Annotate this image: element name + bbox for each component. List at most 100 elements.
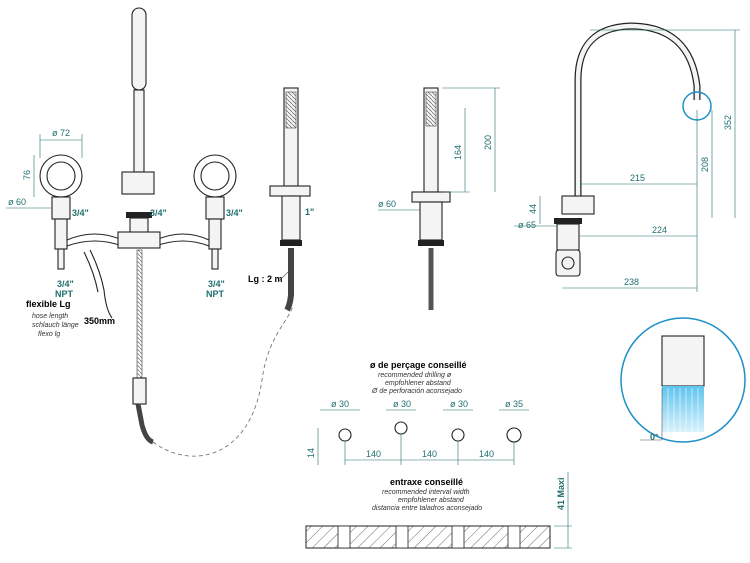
left-connector-pipe-2	[66, 240, 123, 247]
spout-arc	[574, 22, 701, 196]
dim-h164: 164	[453, 145, 463, 160]
drill-hole-3	[451, 428, 465, 442]
drill-s1: 140	[366, 449, 381, 459]
dim-thread-1: 1"	[305, 207, 314, 217]
left-handle-ring	[39, 154, 83, 198]
drilling-section: ø de perçage conseillé recommended drill…	[306, 360, 529, 465]
shower-nut	[280, 240, 302, 246]
dim-d72: ø 72	[52, 128, 70, 138]
hose-vertical	[136, 249, 143, 379]
dim-w215: 215	[630, 173, 645, 183]
drill-h14: 14	[306, 448, 316, 458]
hose-nut	[132, 377, 147, 405]
flexible-title: flexible Lg	[26, 299, 71, 309]
left-connector-pipe	[66, 233, 123, 241]
spout-nut	[554, 218, 582, 224]
holder-nut	[126, 212, 152, 218]
detail-angle: 0°	[650, 432, 659, 442]
dim-thread-b: 3/4"	[150, 208, 167, 218]
npt-left: NPT	[55, 289, 74, 299]
npt-left-size: 3/4"	[57, 279, 74, 289]
detail-water	[662, 386, 704, 432]
spout-connector	[555, 249, 581, 277]
right-handle-inner	[200, 161, 230, 191]
drill-d1: ø 30	[331, 399, 349, 409]
flexible-line3: flexo lg	[38, 331, 60, 338]
tee-fitting	[117, 231, 161, 249]
left-handle-inner	[46, 161, 76, 191]
shower-nozzle	[285, 91, 297, 129]
interval-max: 41 Maxi	[556, 477, 566, 510]
deck-hole-3	[451, 525, 465, 549]
spout-view: 352 208 215 44 ø 65 224 238	[514, 22, 740, 292]
shower-body	[281, 195, 301, 241]
drill-s2: 140	[422, 449, 437, 459]
shower-hose	[284, 248, 294, 312]
drill-d2: ø 30	[393, 399, 411, 409]
npt-right: NPT	[206, 289, 225, 299]
drill-d3: ø 30	[450, 399, 468, 409]
dim-h208: 208	[700, 157, 710, 172]
left-valve-shank	[54, 218, 68, 250]
dim-thread-a: 3/4"	[72, 208, 89, 218]
hose-dashed-path	[152, 304, 294, 457]
detail-nozzle	[661, 335, 705, 387]
side-shower-view: 164 200 ø 60	[378, 87, 500, 310]
right-connector-pipe-2	[155, 240, 210, 247]
dim-h44: 44	[528, 204, 538, 214]
flex-hose-curve-2	[83, 251, 99, 293]
drill-hole-2	[394, 421, 408, 435]
interval-title: entraxe conseillé	[390, 477, 463, 487]
hand-shower-view: 1" Lg : 2 m	[248, 87, 314, 312]
drill-hole-4	[506, 427, 522, 443]
shower-holder	[121, 171, 155, 195]
drilling-title: ø de perçage conseillé	[370, 360, 467, 370]
dim-d60-left: ø 60	[8, 197, 26, 207]
left-npt-stub	[57, 248, 65, 270]
drilling-line1: recommended drilling ø	[378, 372, 452, 379]
right-handle-ring	[193, 154, 237, 198]
flexible-line1: hose length	[32, 313, 68, 320]
drilling-line2: empfohlener abstand	[385, 380, 452, 387]
deck-hole-1	[337, 525, 351, 549]
right-valve-shank	[208, 218, 222, 250]
dim-d65: ø 65	[518, 220, 536, 230]
spout-shank	[556, 223, 580, 251]
interval-line1: recommended interval width	[382, 489, 470, 496]
right-valve-body	[205, 196, 225, 220]
side-shower-base	[411, 191, 451, 203]
outlet-detail: 0°	[620, 317, 746, 443]
left-valve-body	[51, 196, 71, 220]
side-shower-nut	[418, 240, 444, 246]
interval-line2: empfohlener abstand	[398, 497, 465, 504]
deck-hole-4	[507, 525, 521, 549]
dim-thread-c: 3/4"	[226, 208, 243, 218]
dim-h76: 76	[22, 170, 32, 180]
spout-base	[561, 195, 595, 215]
side-shower-nozzle	[425, 91, 437, 127]
dim-h352: 352	[723, 115, 733, 130]
deck-hatched	[305, 525, 551, 549]
hand-shower-handle	[133, 89, 145, 173]
hose-length-label: 350mm	[84, 316, 115, 326]
drilling-line3: Ø de perforación aconsejado	[371, 388, 462, 395]
deck-hole-2	[395, 525, 409, 549]
shower-base	[269, 185, 311, 197]
drill-d4: ø 35	[505, 399, 523, 409]
drill-s3: 140	[479, 449, 494, 459]
hand-shower-head	[131, 7, 147, 91]
right-connector-pipe	[155, 233, 210, 241]
flexible-line2: schlauch länge	[32, 322, 79, 329]
right-npt-stub	[211, 248, 219, 270]
flex-hose-curve	[89, 249, 113, 319]
hose-end	[135, 403, 154, 445]
side-shower-body	[419, 201, 443, 241]
lg-2m-label: Lg : 2 m	[248, 274, 283, 284]
dim-d60-mid: ø 60	[378, 199, 396, 209]
interval-line3: distancia entre taladros aconsejado	[372, 505, 482, 512]
dim-w224: 224	[652, 225, 667, 235]
dim-w238: 238	[624, 277, 639, 287]
front-view: ø 72 76 ø 60 3/4" 3/4" 3/4" 3/4" NPT 3/4…	[6, 7, 294, 457]
